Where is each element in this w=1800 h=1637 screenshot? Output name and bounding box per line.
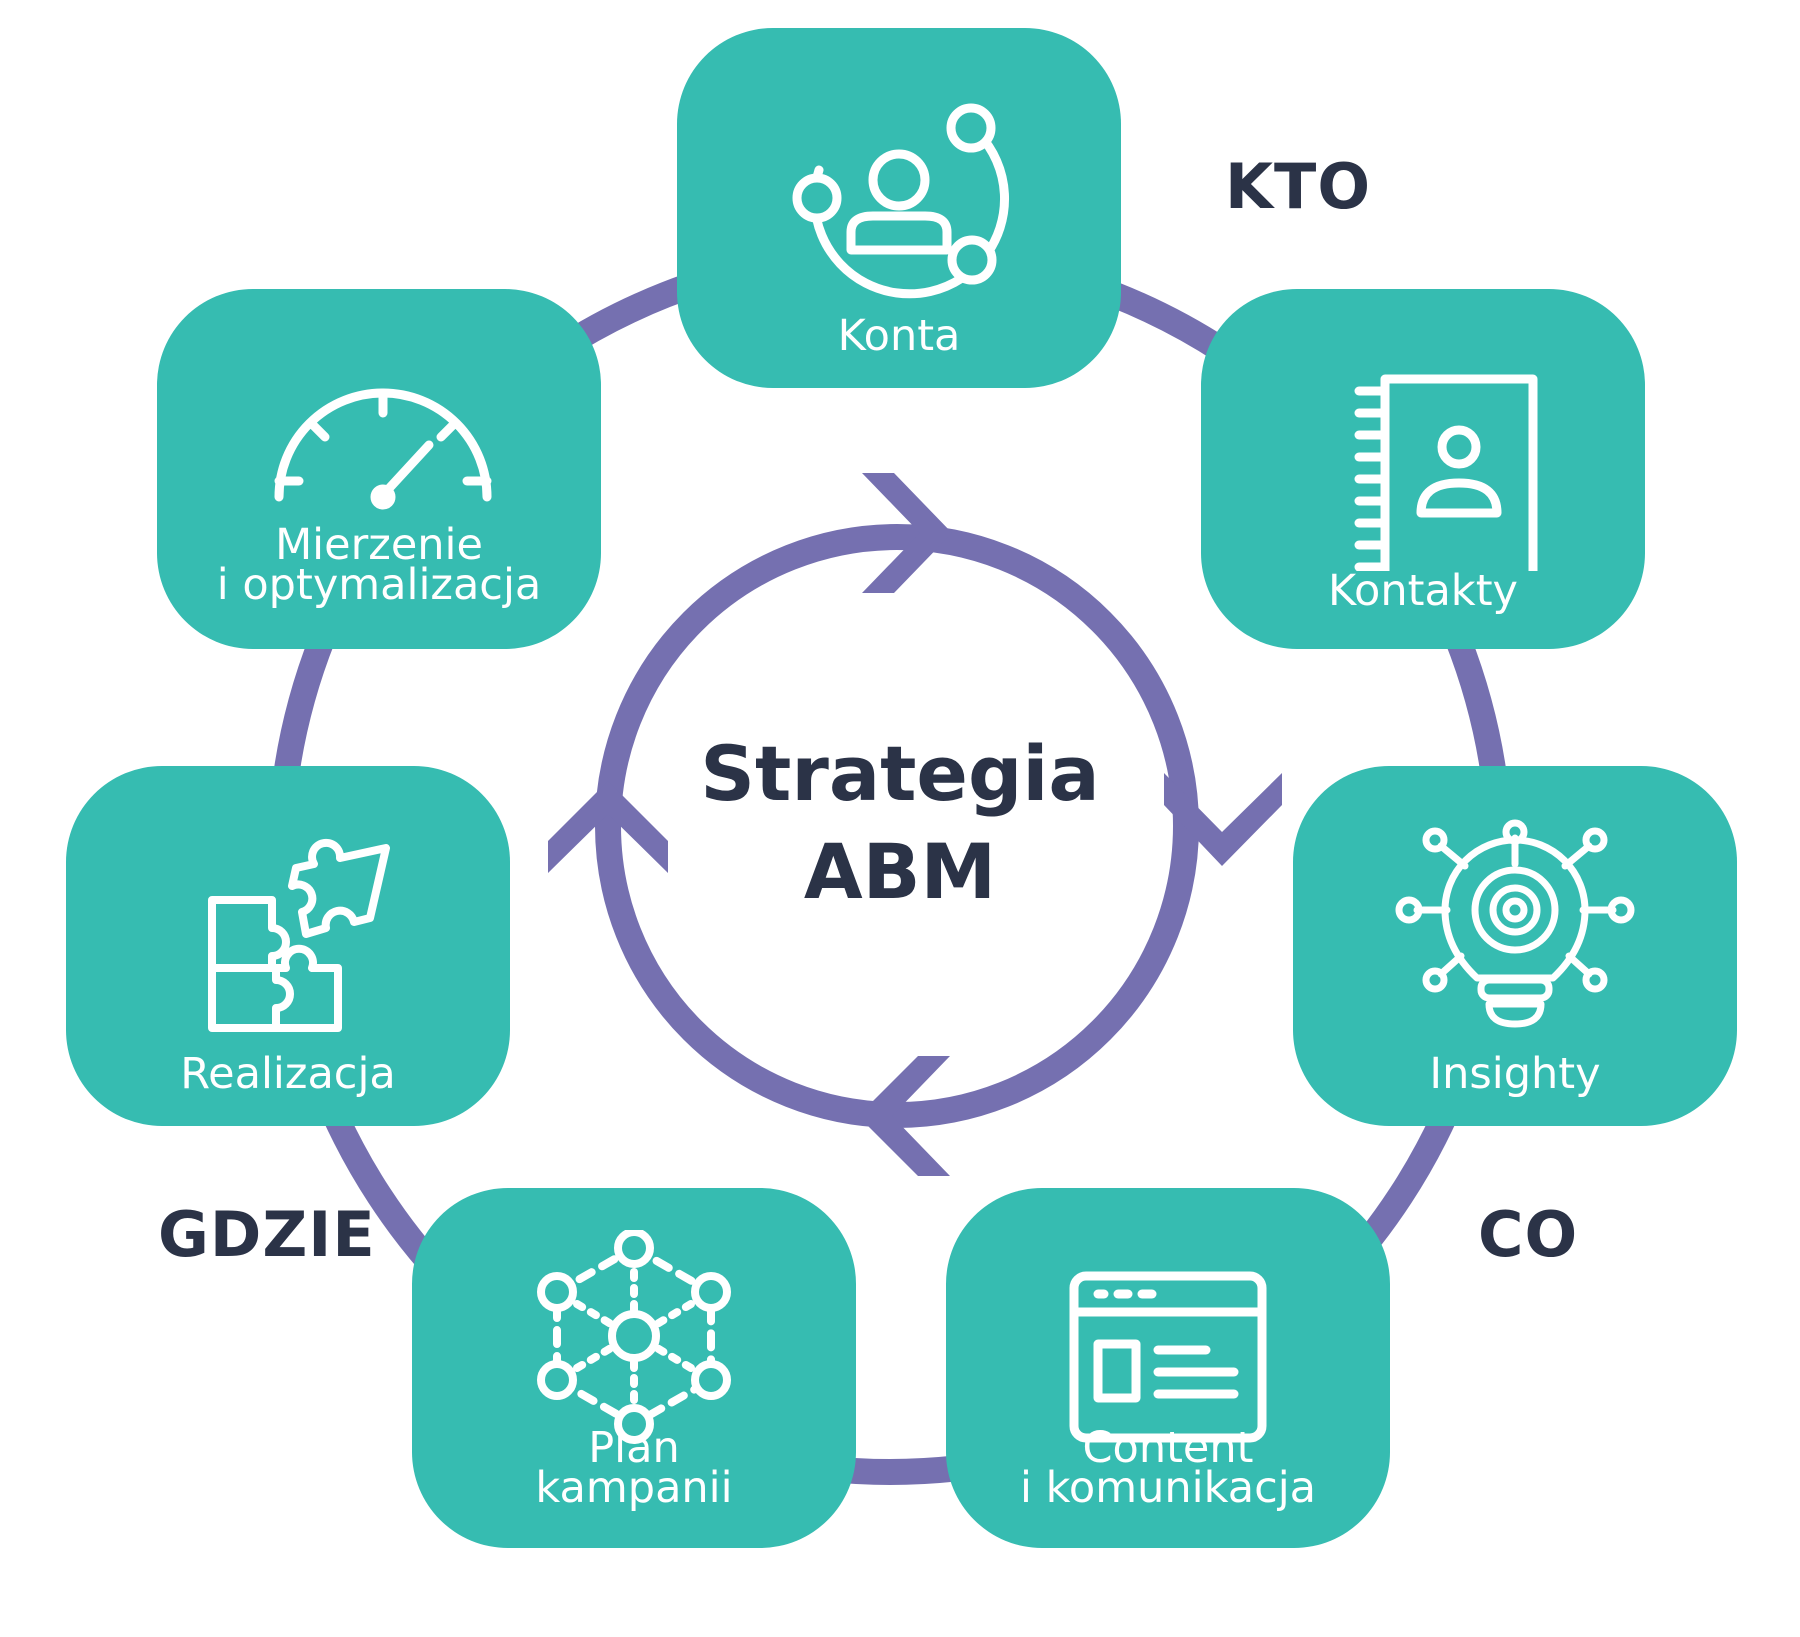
center-title: Strategia ABM [600,725,1200,921]
card-label-line: Realizacja [180,1049,396,1099]
card-label-line: Content [1082,1423,1254,1473]
zone-label-co: CO [1478,1198,1579,1271]
contact-book-icon [1354,374,1538,571]
card-kontakty[interactable]: Kontakty [1201,289,1645,649]
card-label-line: kampanii [535,1463,733,1513]
card-label-line: Plan [588,1423,680,1473]
card-label-line: Insighty [1429,1049,1601,1099]
card-mierzenie-i-optymalizacja[interactable]: Mierzenie i optymalizacja [157,289,601,649]
card-label: Insighty [1293,1049,1737,1099]
zone-label-gdzie: GDZIE [158,1198,376,1271]
card-label-line: i optymalizacja [216,560,542,610]
card-label-line: Konta [837,311,961,361]
arrow-right [1164,773,1282,866]
arrow-bottom [858,1056,950,1176]
card-realizacja[interactable]: Realizacja [66,766,510,1126]
arrow-top [862,473,952,593]
center-title-line-2: ABM [803,827,997,916]
hub-network-icon [537,1230,731,1444]
card-label-line: Mierzenie [275,520,483,570]
browser-window-icon [1069,1271,1267,1443]
lightbulb-gear-icon [1395,819,1635,1028]
center-title-line-1: Strategia [700,729,1100,818]
card-insighty[interactable]: Insighty [1293,766,1737,1126]
puzzle-icon [208,838,390,1032]
speedometer-icon [274,388,492,510]
card-plan-kampanii[interactable]: Plan kampanii [412,1188,856,1548]
account-network-icon [792,103,1010,299]
arrow-left [548,781,668,873]
card-label-line: i komunikacja [1019,1463,1317,1513]
card-content-i-komunikacja[interactable]: Content i komunikacja [946,1188,1390,1548]
card-label: Plan kampanii [412,1423,856,1513]
card-label: Realizacja [66,1049,510,1099]
card-label-line: Kontakty [1327,566,1519,616]
zone-label-kto: KTO [1225,150,1372,223]
card-konta[interactable]: Konta [677,28,1121,388]
card-label: Mierzenie i optymalizacja [157,520,601,610]
card-label: Content i komunikacja [946,1423,1390,1513]
card-label: Konta [677,311,1121,361]
card-label: Kontakty [1201,566,1645,616]
